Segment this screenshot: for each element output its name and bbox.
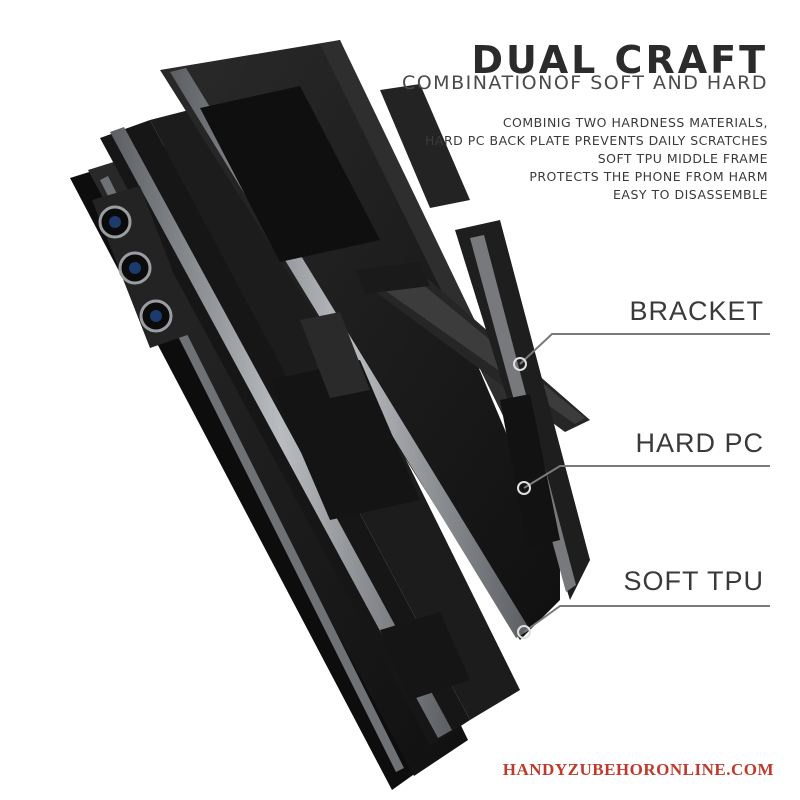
feature-line: PROTECTS THE PHONE FROM HARM: [529, 169, 768, 184]
watermark-text: HANDYZUBEHORONLINE.COM: [502, 760, 774, 779]
side-frame-details: [380, 220, 590, 700]
feature-line: COMBINIG TWO HARDNESS MATERIALS,: [502, 115, 768, 130]
feature-line: EASY TO DISASSEMBLE: [613, 187, 768, 202]
callout-lines: [513, 333, 770, 639]
feature-line: SOFT TPU MIDDLE FRAME: [597, 151, 768, 166]
feature-list: COMBINIG TWO HARDNESS MATERIALS, HARD PC…: [425, 114, 768, 204]
headline-title: DUAL CRAFT: [471, 38, 768, 82]
callout-hard-pc: HARD PC: [635, 428, 764, 458]
feature-line: HARD PC BACK PLATE PREVENTS DAILY SCRATC…: [425, 133, 768, 148]
headline-subtitle: COMBINATIONOF SOFT AND HARD: [401, 72, 768, 94]
camera-module: [92, 186, 196, 348]
callout-bracket: BRACKET: [629, 296, 764, 326]
callout-soft-tpu: SOFT TPU: [623, 566, 764, 596]
